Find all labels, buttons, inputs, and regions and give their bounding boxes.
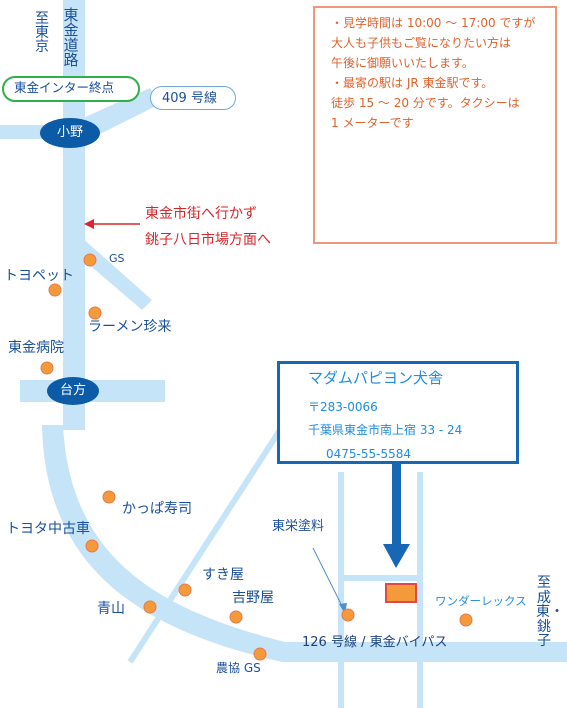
toyota-used-label: トヨタ中古車: [6, 521, 90, 537]
hospital-label: 東金病院: [8, 340, 64, 356]
notice-line-3: 午後に御願いいたします。: [331, 56, 474, 70]
kennel-arrow: [383, 464, 410, 568]
poi-marker-aoyama: [143, 600, 157, 614]
sukiya-label: すき屋: [202, 567, 244, 583]
poi-marker-sukiya: [178, 583, 192, 597]
wonder-rex-label: ワンダーレックス: [435, 594, 527, 608]
togane-ic-badge: 東金インター終点: [2, 76, 140, 102]
daikata-label: 台方: [59, 383, 86, 398]
poi-marker-toyota-used: [85, 539, 99, 553]
ramen-label: ラーメン珍来: [88, 319, 172, 335]
kappa-label: かっぱ寿司: [122, 501, 192, 517]
notice-line-4: ・最寄の駅は JR 東金駅です。: [331, 76, 494, 90]
togane-road: [63, 0, 85, 430]
poi-marker-noukyou: [253, 647, 267, 661]
noukyou-gs-label: 農協 GS: [216, 661, 261, 675]
ono-label: 小野: [56, 125, 83, 140]
notice-line-6: 1 メーターです: [331, 116, 414, 130]
thin-road-diagonal: [127, 428, 283, 664]
poi-marker-yoshinoya: [229, 610, 243, 624]
detour-arrow: [84, 219, 140, 229]
visit-notice-box: ・見学時間は 10:00 ～ 17:00 ですが 大人も子供もご覧になりたい方は…: [313, 6, 557, 244]
daikata-intersection-badge: 台方: [47, 377, 99, 405]
route126-label: 126 号線 / 東金バイパス: [302, 635, 448, 650]
poi-marker-ramen: [88, 306, 102, 320]
poi-marker-wonder-rex: [459, 613, 473, 627]
poi-marker-hospital: [40, 361, 54, 375]
poi-marker-kappa: [102, 490, 116, 504]
route409-label: 409 号線: [162, 91, 217, 106]
poi-marker-toyopet: [48, 283, 62, 297]
yoshinoya-label: 吉野屋: [232, 590, 274, 606]
gs-label: GS: [109, 252, 125, 265]
toyopet-label: トヨペット: [4, 268, 74, 284]
destination-marker: [385, 583, 417, 603]
kennel-info-box: マダムパピヨン犬舎 〒283-0066 千葉県東金市南上宿 33 - 24 04…: [277, 361, 519, 464]
poi-marker-gs: [83, 253, 97, 267]
notice-line-1: ・見学時間は 10:00 ～ 17:00 ですが: [331, 16, 536, 30]
toei-pointer-line: [312, 547, 344, 609]
to-tokyo-label: 至東京: [35, 11, 49, 55]
kennel-address: 千葉県東金市南上宿 33 - 24: [308, 423, 463, 437]
notice-line-2: 大人も子供もご覧になりたい方は: [331, 36, 512, 50]
poi-marker-toei: [341, 608, 355, 622]
aoyama-label: 青山: [97, 601, 125, 617]
notice-line-5: 徒歩 15 ～ 20 分です。タクシーは: [331, 96, 520, 110]
togane-road-label: 東金道路: [63, 6, 79, 69]
detour-line1: 東金市街へ行かず: [145, 206, 257, 222]
toei-paint-label: 東栄塗料: [272, 519, 325, 534]
route409-badge: 409 号線: [150, 86, 236, 110]
detour-line2: 銚子八日市場方面へ: [145, 232, 271, 248]
kennel-phone: 0475-55-5584: [326, 447, 412, 461]
ono-intersection-badge: 小野: [40, 118, 100, 148]
to-narito-choshi-label: 至成東・銚子: [536, 575, 564, 649]
kennel-name: マダムパピヨン犬舎: [308, 369, 444, 387]
kennel-postal: 〒283-0066: [308, 400, 378, 414]
togane-ic-label: 東金インター終点: [14, 80, 115, 95]
route126-bypass: [42, 425, 567, 662]
